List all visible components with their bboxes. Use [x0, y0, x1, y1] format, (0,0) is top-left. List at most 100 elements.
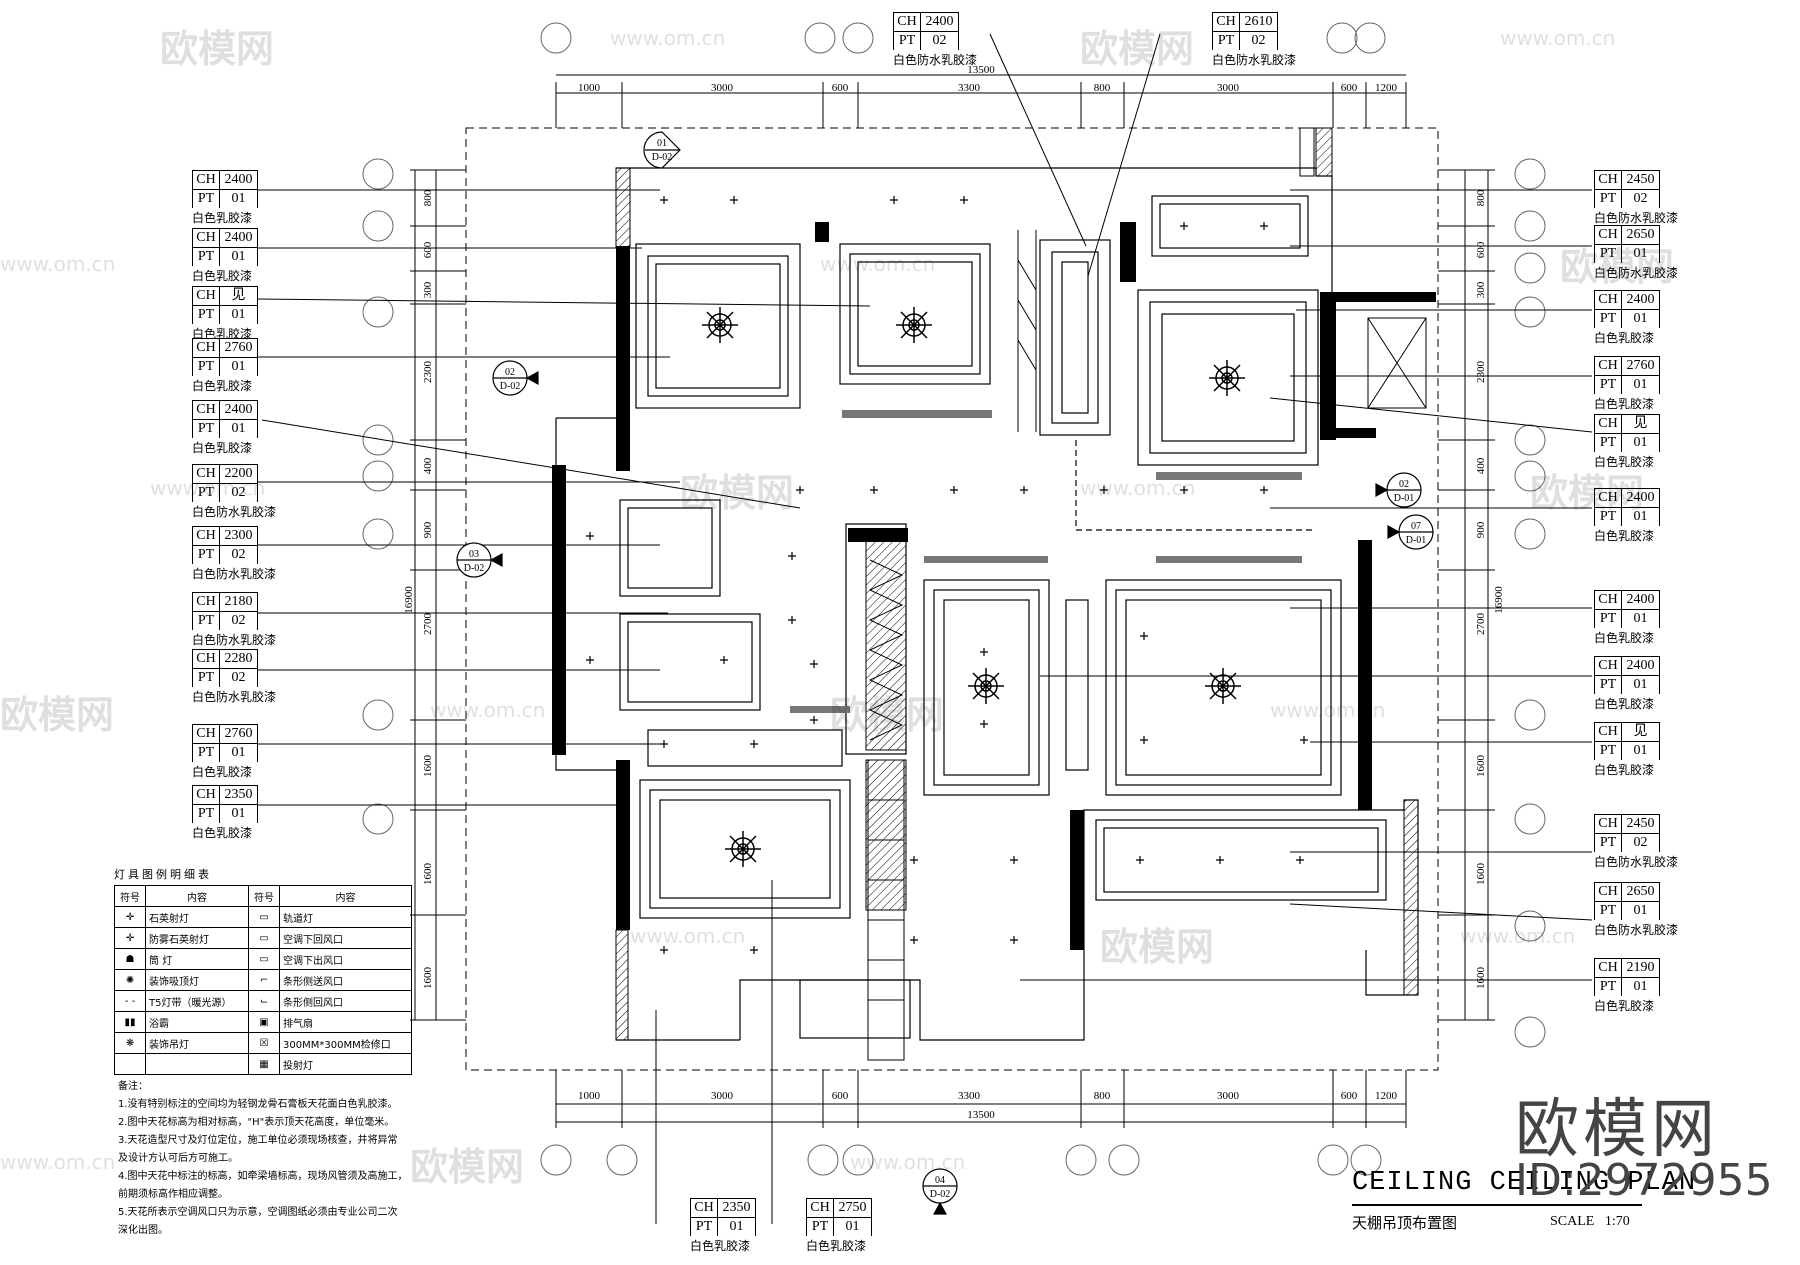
watermark-url: www.om.cn	[1080, 476, 1196, 500]
tag-key: CH	[193, 786, 220, 804]
tag-paint-code: 01	[231, 191, 246, 206]
tag-paint-code: 02	[932, 33, 947, 48]
legend-content: 石英射灯	[145, 906, 249, 928]
dimension-value: 1600	[422, 967, 434, 990]
dimension-value: 3000	[1217, 82, 1240, 94]
scale-value: 1:70	[1604, 1214, 1630, 1229]
dimension-value: 1600	[422, 755, 434, 778]
left-dimension-line	[410, 169, 466, 1021]
tag-ceiling-height: 2200	[224, 466, 253, 481]
dimension-value: 1000	[578, 82, 601, 94]
dimension-value: 800	[1094, 82, 1111, 94]
section-mark-sheet: D-02	[464, 563, 485, 574]
dimension-value: 400	[1475, 457, 1487, 474]
tag-ceiling-height: 2300	[224, 528, 253, 543]
tag-paint-code: 01	[231, 359, 246, 374]
tag-paint-code: 01	[1633, 377, 1648, 392]
stair-pattern	[867, 230, 1427, 1061]
section-marks	[456, 131, 1434, 1215]
tag-ceiling-height: 2750	[838, 1200, 867, 1215]
legend-content: 筒 灯	[145, 948, 249, 970]
tag-ceiling-height: 2350	[722, 1200, 751, 1215]
tag-key: PT	[1595, 434, 1622, 452]
legend-symbol-icon: ▭	[247, 948, 281, 970]
legend-symbol-icon	[113, 1053, 147, 1075]
tag-key: CH	[1595, 489, 1622, 507]
watermark-brand: 欧模网	[1515, 1093, 1719, 1167]
legend-content: 条形侧送风口	[279, 969, 412, 991]
tag-paint-code: 02	[231, 670, 246, 685]
legend-content: 300MM*300MM检修口	[279, 1032, 412, 1054]
tag-finish-description: 白色乳胶漆	[690, 1239, 751, 1253]
tag-key: PT	[807, 1218, 834, 1236]
tag-ceiling-height: 2400	[1626, 490, 1655, 505]
tag-finish-description: 白色防水乳胶漆	[1594, 266, 1679, 280]
legend-title: 灯具图例明细表	[114, 868, 212, 881]
dimension-value: 2700	[1475, 613, 1487, 636]
tag-key: CH	[193, 725, 220, 743]
tag-finish-description: 白色乳胶漆	[1594, 631, 1655, 645]
tag-key: PT	[193, 420, 220, 438]
tag-finish-description: 白色防水乳胶漆	[192, 567, 277, 581]
legend-symbol-icon: ⌙	[247, 990, 281, 1012]
watermark-url: www.om.cn	[610, 26, 726, 50]
dimension-value: 1200	[1375, 82, 1398, 94]
tag-ceiling-height: 见	[1633, 416, 1648, 431]
legend-content: 装饰吸顶灯	[145, 969, 249, 991]
tag-paint-code: 01	[231, 806, 246, 821]
dimension-value: 13500	[967, 64, 995, 76]
dimension-value: 16900	[1493, 586, 1505, 614]
legend-content: 浴霸	[145, 1011, 249, 1033]
tag-finish-description: 白色乳胶漆	[192, 826, 253, 840]
tag-ceiling-height: 2760	[224, 340, 253, 355]
legend-content: 排气扇	[279, 1011, 412, 1033]
tag-key: CH	[691, 1199, 718, 1217]
tag-key: CH	[1213, 13, 1240, 31]
tag-key: PT	[193, 669, 220, 687]
dimension-value: 600	[1475, 241, 1487, 258]
tag-paint-code: 02	[231, 485, 246, 500]
tag-paint-code: 01	[1633, 903, 1648, 918]
legend-row: ❋装饰吊灯☒300MM*300MM检修口	[113, 1032, 412, 1054]
tag-paint-code: 01	[1633, 611, 1648, 626]
tag-paint-code: 01	[1633, 435, 1648, 450]
dimension-value: 600	[832, 1090, 849, 1102]
tag-key: CH	[193, 339, 220, 357]
legend-symbol-icon: ❋	[113, 1032, 147, 1054]
legend-symbol-icon: ✛	[113, 906, 147, 928]
tag-key: PT	[193, 744, 220, 762]
tag-paint-code: 02	[1633, 191, 1648, 206]
legend-header: 内容	[145, 885, 249, 907]
tag-ceiling-height: 2760	[224, 726, 253, 741]
tag-ceiling-height: 2180	[224, 594, 253, 609]
dimension-value: 3300	[958, 1090, 981, 1102]
legend-row: ✛防雾石英射灯▭空调下回风口	[113, 927, 412, 949]
legend-header: 符号	[113, 885, 147, 907]
tag-key: CH	[1595, 415, 1622, 433]
tag-key: PT	[1595, 742, 1622, 760]
dashed-boundary	[465, 127, 1439, 1071]
walls	[552, 222, 1436, 950]
dimension-value: 800	[422, 189, 434, 206]
tag-finish-description: 白色乳胶漆	[1594, 529, 1655, 543]
dimension-value: 300	[422, 281, 434, 298]
tag-finish-description: 白色防水乳胶漆	[1594, 211, 1679, 225]
bottom-dimension-line	[555, 1070, 1407, 1128]
ceiling-coffers	[619, 195, 1387, 1039]
tag-key: PT	[1595, 190, 1622, 208]
legend-symbol-icon: - -	[113, 990, 147, 1012]
